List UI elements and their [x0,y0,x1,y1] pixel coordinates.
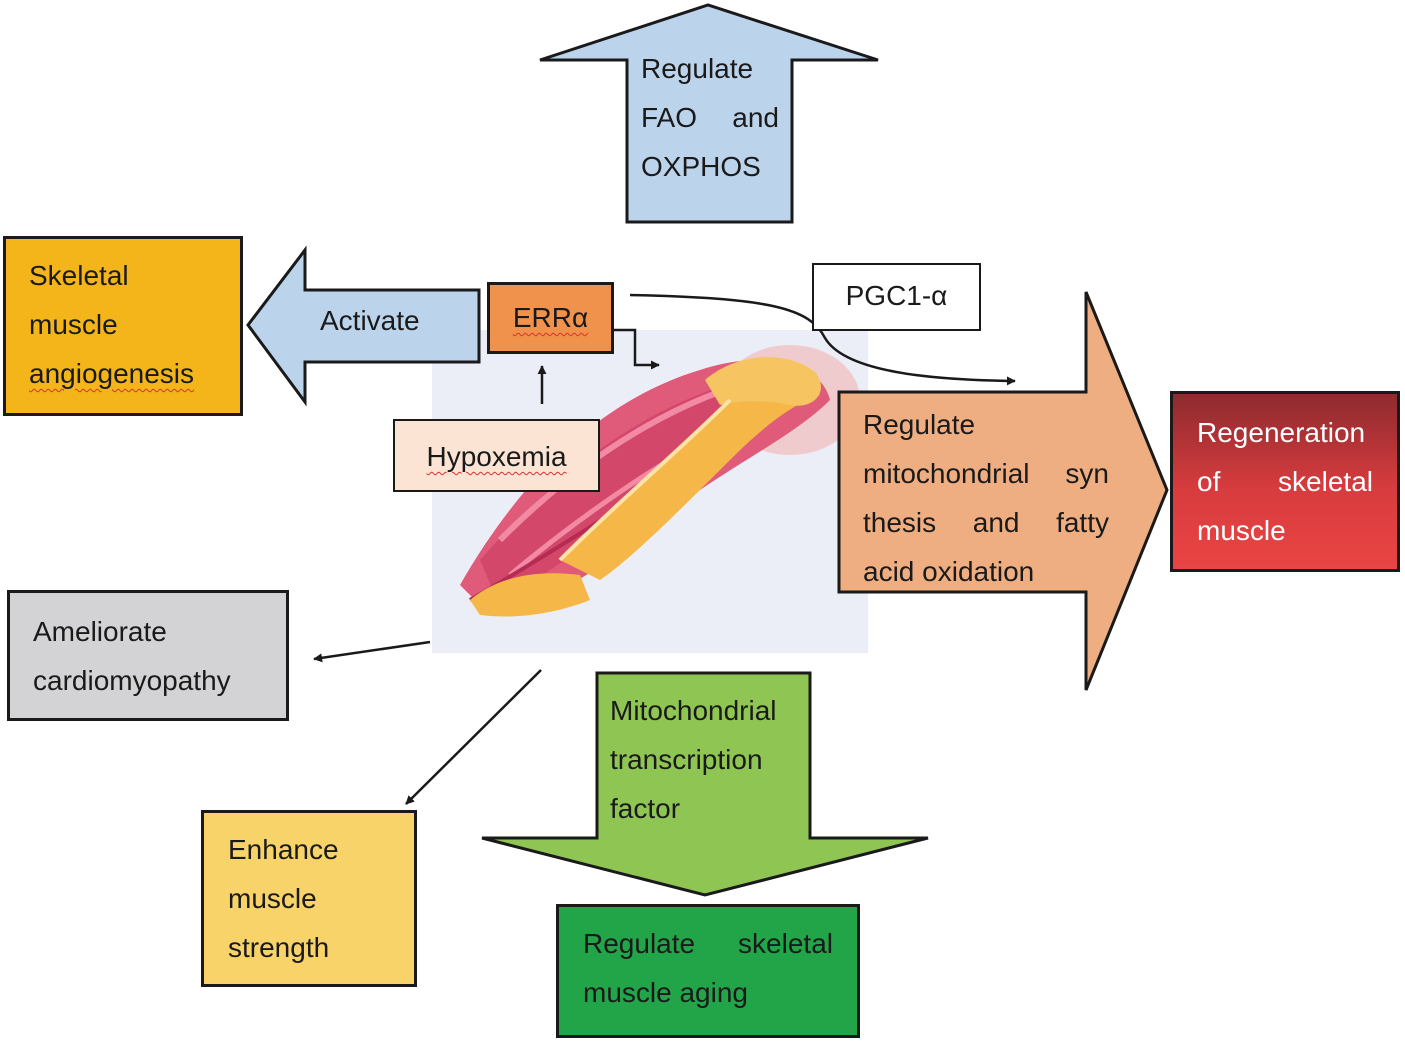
left-arrow [246,245,481,407]
erra-to-muscle-connector [613,328,660,370]
mito-tf-label: Mitochondrial transcription factor [610,695,777,824]
regeneration-box: Regeneration of skeletal muscle [1170,391,1400,572]
muscle-to-cardiomyopathy-connector [313,640,431,663]
up-arrow [539,3,879,224]
right-arrow [837,291,1169,691]
mito-synthesis-label: Regulate mitochondrial syn thesis and fa… [863,409,1109,587]
fao-label: Regulate FAO and OXPHOS [641,53,779,182]
pgc-curve-connector [629,293,1016,386]
cardiomyopathy-box: Ameliorate cardiomyopathy [7,590,289,721]
hypoxemia-box: Hypoxemia [393,419,600,492]
muscle-illustration [432,330,868,653]
aging-box: Regulate skeletal muscle aging [556,904,860,1038]
pgc-box: PGC1-α [812,263,981,331]
down-arrow [481,671,929,897]
angiogenesis-box: Skeletal muscle angiogenesis [3,236,243,416]
activate-label: Activate [320,305,420,336]
erra-box: ERRα [487,282,614,354]
muscle-to-strength-connector [405,669,542,805]
strength-box: Enhance muscle strength [201,810,417,987]
